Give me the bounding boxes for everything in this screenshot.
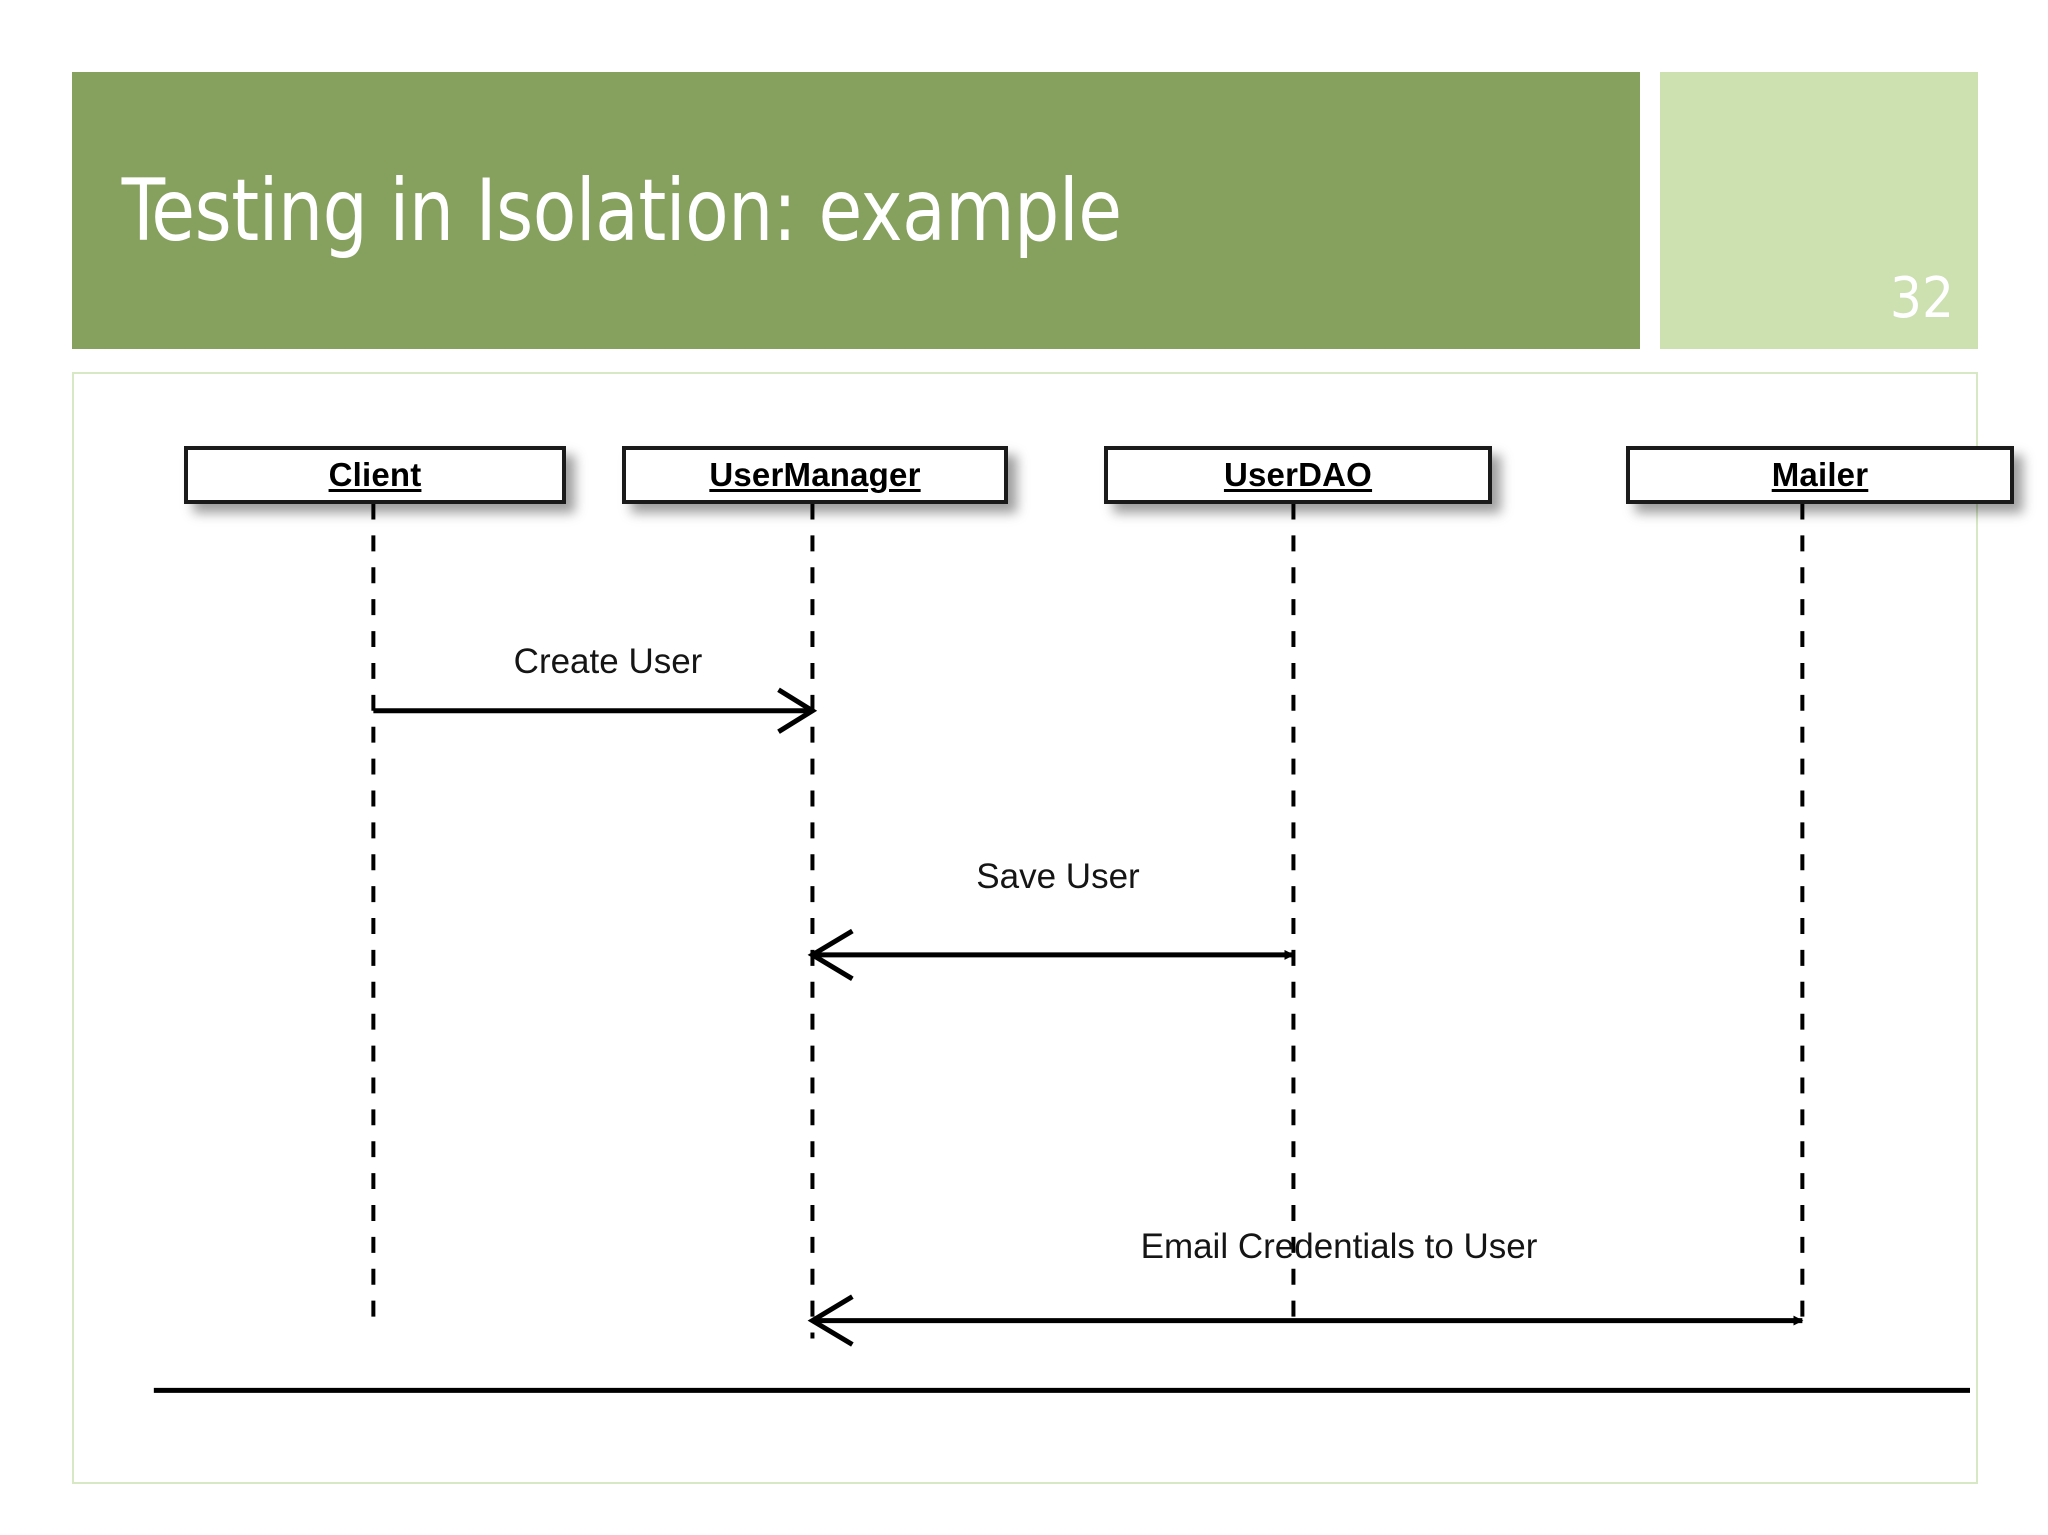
lifeline-label: UserManager [709, 456, 921, 493]
sequence-diagram-svg [153, 503, 1971, 1393]
lifeline-head-mailer[interactable]: Mailer [1626, 446, 2014, 504]
page-title: Testing in Isolation: example [121, 160, 1122, 261]
arrowhead-open-right-0 [777, 687, 818, 734]
sequence-diagram [74, 374, 1976, 1482]
arrowhead-open-left-2 [807, 1294, 854, 1347]
lifeline-label: Client [328, 456, 422, 493]
lifeline-head-client[interactable]: Client [184, 446, 566, 504]
lifeline-label: Mailer [1771, 456, 1869, 493]
slide-content-area: Client UserManager UserDAO Mailer Create Us… [72, 372, 2014, 1484]
message-label-1: Save User [976, 857, 1140, 896]
lifeline-head-userdao[interactable]: UserDAO [1104, 446, 1492, 504]
slide-title-bar: Testing in Isolation: example [72, 72, 1640, 349]
lifeline-label: UserDAO [1223, 456, 1373, 493]
page-number-block: 32 [1660, 72, 1978, 349]
lifeline-head-usermanager[interactable]: UserManager [622, 446, 1008, 504]
message-label-0: Create User [513, 642, 703, 681]
page-number: 32 [1889, 266, 1954, 331]
message-label-2: Email Credentials to User [1140, 1227, 1538, 1266]
arrowhead-open-left-1 [807, 928, 854, 981]
